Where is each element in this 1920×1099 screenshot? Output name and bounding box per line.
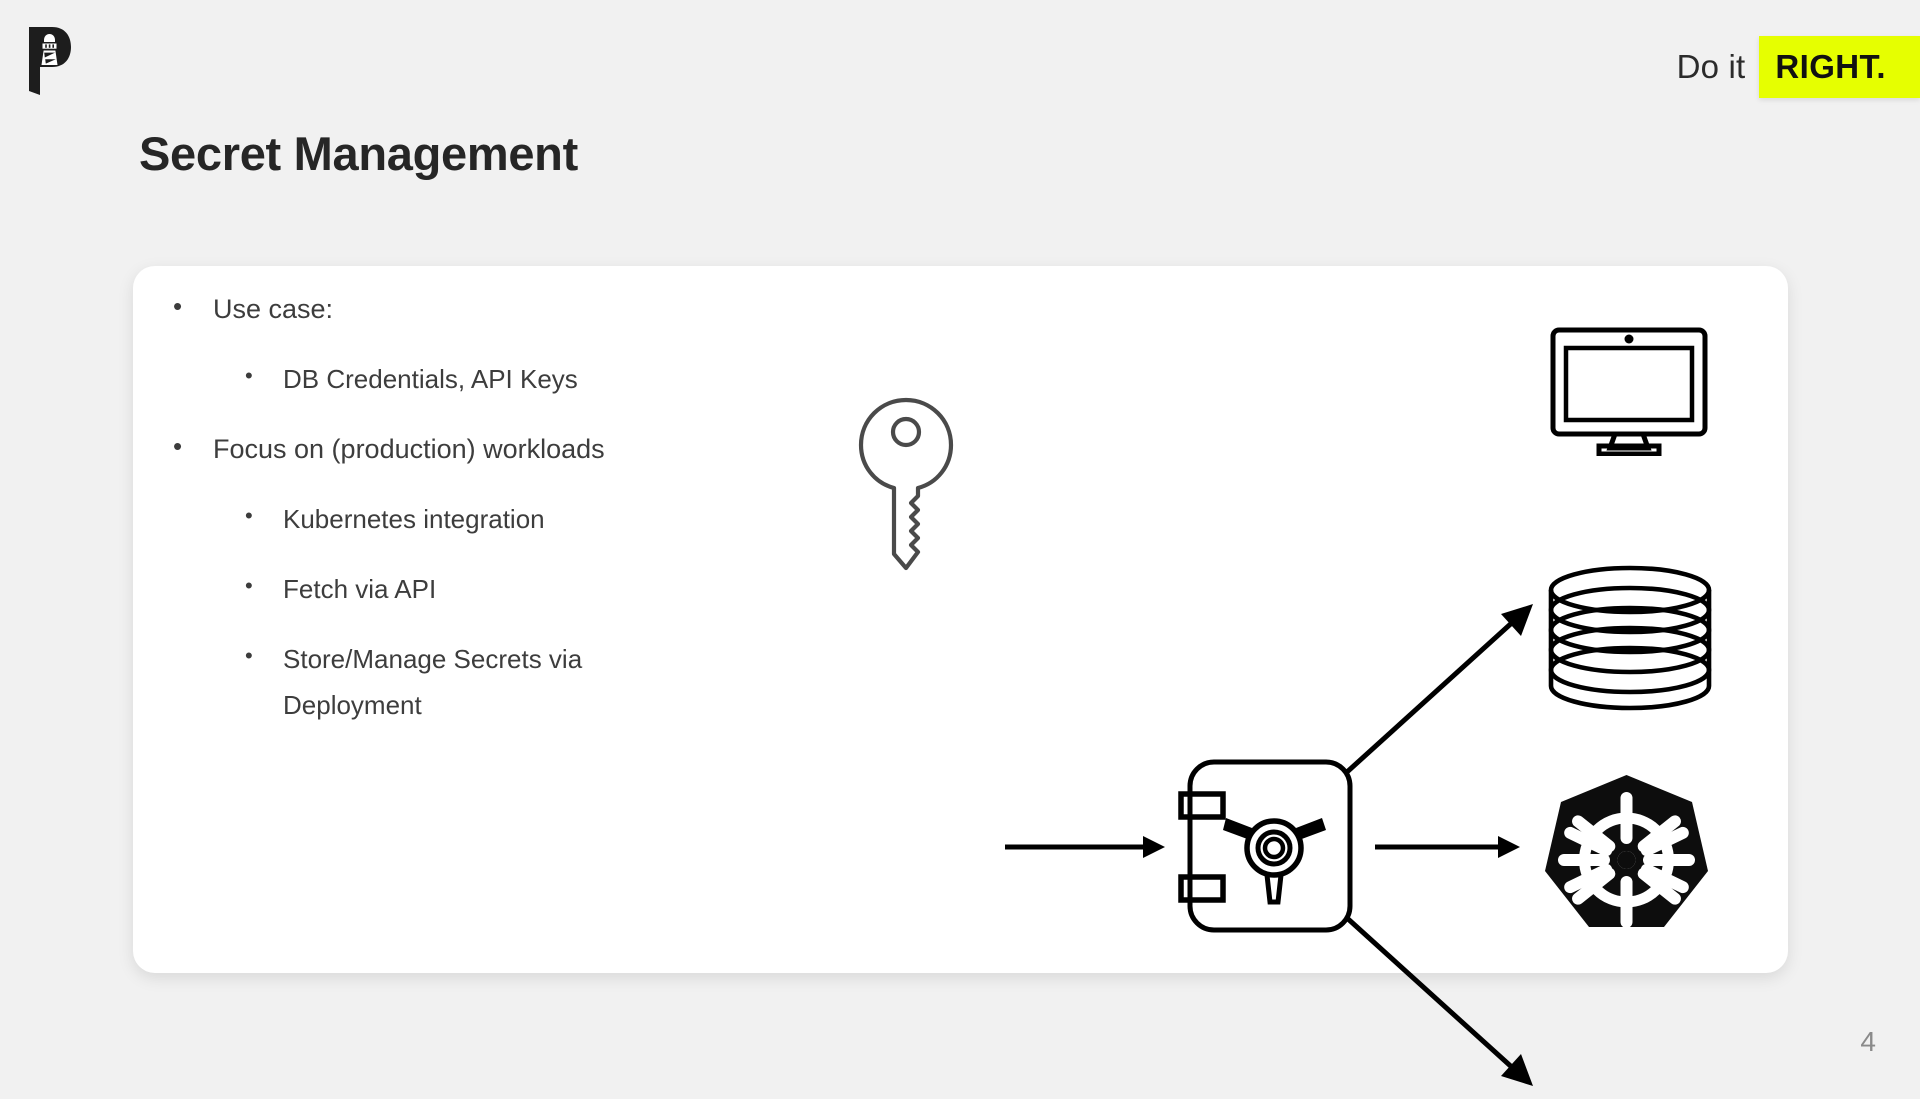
bullet-label: Use case: bbox=[213, 294, 334, 324]
bullet-marker-icon: • bbox=[245, 643, 253, 668]
bullet-marker-icon: • bbox=[245, 573, 253, 598]
key-icon bbox=[841, 394, 971, 574]
bullet-item: • Kubernetes integration bbox=[161, 496, 801, 542]
tagline-plain-text: Do it bbox=[1676, 48, 1746, 85]
tagline-highlight-text: RIGHT. bbox=[1759, 36, 1920, 98]
page-title: Secret Management bbox=[139, 127, 578, 180]
bullet-label: Focus on (production) workloads bbox=[213, 434, 605, 464]
kubernetes-logo-icon bbox=[1539, 772, 1714, 947]
tagline: Do it RIGHT. bbox=[1676, 36, 1920, 98]
bullet-label: Store/Manage Secrets via Deployment bbox=[283, 644, 583, 720]
bullet-marker-icon: • bbox=[245, 363, 253, 388]
bullet-label: Fetch via API bbox=[283, 574, 437, 604]
bullet-marker-icon: • bbox=[173, 291, 183, 321]
content-card: • Use case: • DB Credentials, API Keys • Focu… bbox=[133, 266, 1788, 1086]
safe-vault-icon bbox=[1178, 756, 1358, 936]
arrow-vault-to-kubernetes bbox=[1343, 914, 1543, 1094]
bullet-item: • Fetch via API bbox=[161, 566, 801, 612]
brand-logo bbox=[26, 25, 72, 97]
secret-flow-diagram bbox=[823, 266, 1783, 1086]
arrow-key-to-vault bbox=[1005, 832, 1165, 862]
bullet-label: DB Credentials, API Keys bbox=[283, 364, 578, 394]
database-cylinder-icon bbox=[1545, 564, 1715, 712]
page-number: 4 bbox=[1860, 1026, 1876, 1057]
bullet-item: • Focus on (production) workloads bbox=[161, 426, 801, 472]
bullet-list: • Use case: • DB Credentials, API Keys • Focu… bbox=[161, 286, 801, 752]
arrow-vault-to-monitor bbox=[1343, 596, 1543, 776]
bullet-marker-icon: • bbox=[245, 503, 253, 528]
bullet-item: • Store/Manage Secrets via Deployment bbox=[161, 636, 801, 728]
bullet-marker-icon: • bbox=[173, 431, 183, 461]
bullet-item: • Use case: bbox=[161, 286, 801, 332]
desktop-monitor-icon bbox=[1549, 326, 1709, 457]
bullet-label: Kubernetes integration bbox=[283, 504, 545, 534]
bullet-item: • DB Credentials, API Keys bbox=[161, 356, 801, 402]
arrow-vault-to-database bbox=[1375, 832, 1520, 862]
